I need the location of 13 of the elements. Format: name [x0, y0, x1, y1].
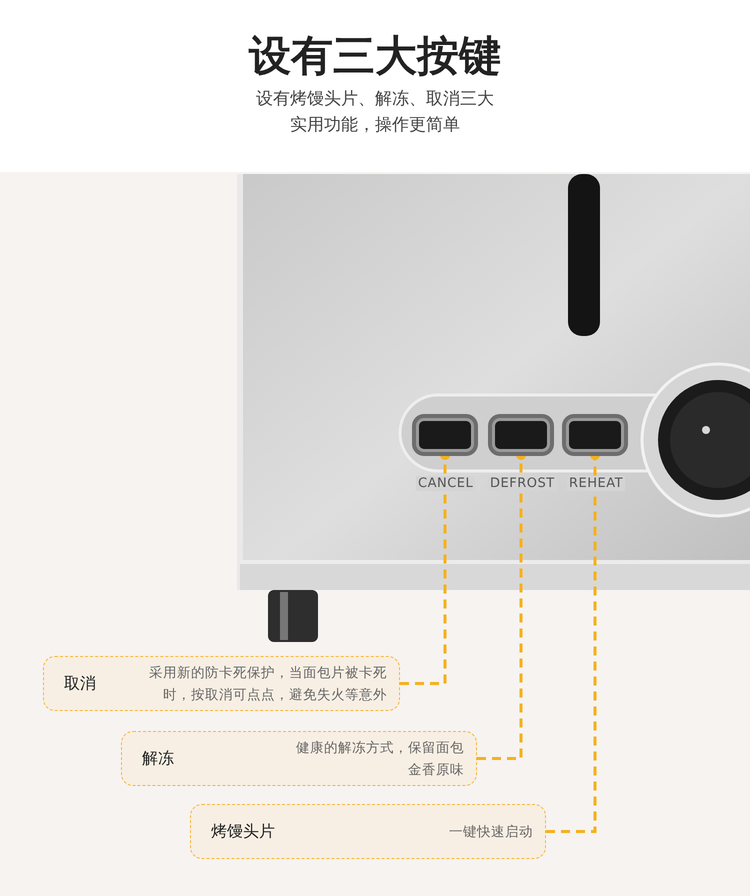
- callout-box: [43, 656, 400, 711]
- callout-box: [190, 804, 546, 859]
- callout-heading: 解冻: [142, 748, 174, 769]
- callout-description: 健康的解冻方式，保留面包金香原味: [295, 738, 464, 780]
- title: 设有三大按键: [248, 30, 502, 82]
- button-caption: CANCEL: [416, 476, 476, 491]
- callout-description: 采用新的防卡死保护，当面包片被卡死时，按取消可点点，避免失火等意外: [148, 664, 387, 704]
- button-caption: REHEAT: [567, 476, 626, 491]
- callout-heading: 取消: [64, 673, 96, 694]
- callout-description: 一键快速启动: [448, 822, 533, 842]
- subtitle: 设有烤馒头片、解冻、取消三大实用功能，操作更简单: [255, 88, 495, 137]
- callout-heading: 烤馒头片: [211, 821, 275, 842]
- callout-box: [121, 731, 477, 786]
